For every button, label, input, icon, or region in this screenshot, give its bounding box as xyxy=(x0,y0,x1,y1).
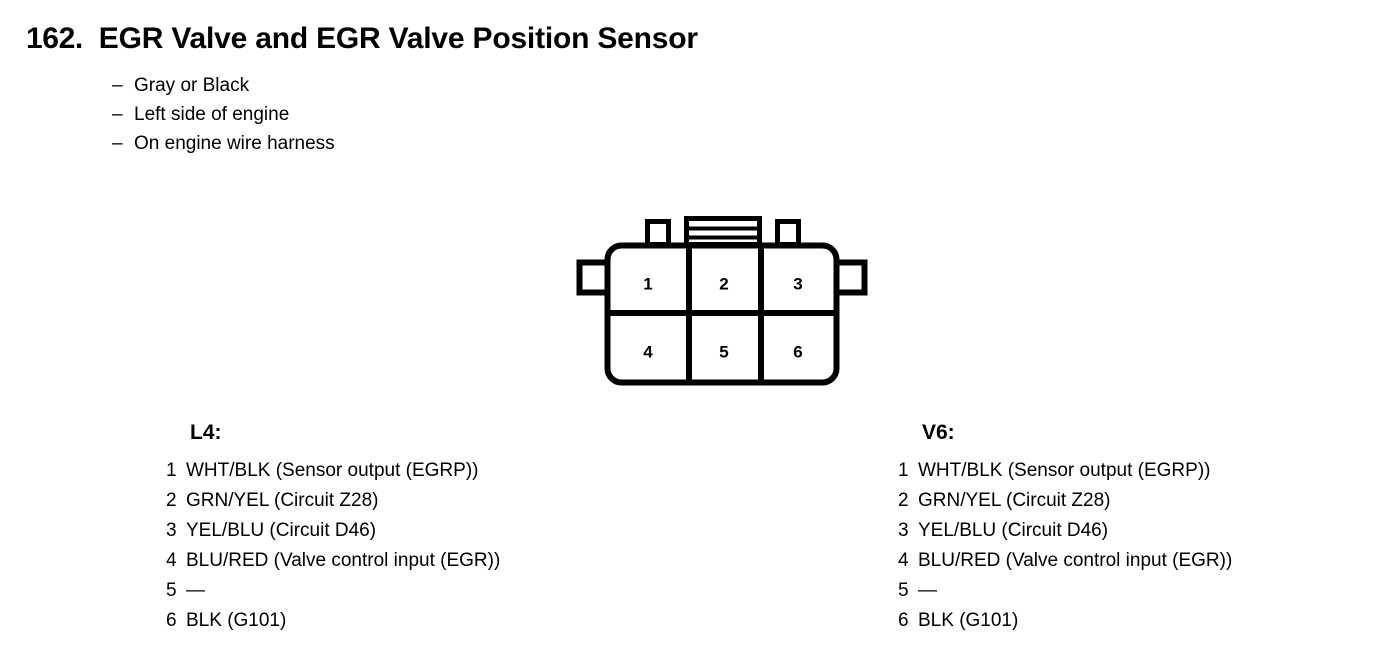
pin-index: 6 xyxy=(898,610,909,631)
pin-index: 2 xyxy=(166,490,177,511)
pin-list-item: 5 — xyxy=(166,580,500,610)
section-number: 162. xyxy=(26,22,83,55)
pin-list-l4: L4: 1 WHT/BLK (Sensor output (EGRP)) 2 G… xyxy=(166,418,500,640)
pin-list-item: 3 YEL/BLU (Circuit D46) xyxy=(166,520,500,550)
pin-index: 3 xyxy=(166,520,177,541)
pin-description: YEL/BLU (Circuit D46) xyxy=(186,520,377,541)
pin-description: BLU/RED (Valve control input (EGR)) xyxy=(918,550,1233,571)
pin-list-item: 2 GRN/YEL (Circuit Z28) xyxy=(898,490,1232,520)
pin-description: BLK (G101) xyxy=(186,610,287,631)
pin-list-item: 6 BLK (G101) xyxy=(898,610,1232,640)
dash-icon: – xyxy=(112,75,123,96)
connector-diagram: 1 2 3 4 5 6 xyxy=(576,214,868,388)
pin-description: WHT/BLK (Sensor output (EGRP)) xyxy=(918,460,1211,481)
pin-list-heading: L4: xyxy=(190,421,222,444)
pin-index: 3 xyxy=(898,520,909,541)
description-list: – Gray or Black – Left side of engine – … xyxy=(112,75,335,162)
pin-list-item: 1 WHT/BLK (Sensor output (EGRP)) xyxy=(898,460,1232,490)
pin-list-item: 5 — xyxy=(898,580,1232,610)
pin-index: 1 xyxy=(898,460,909,481)
top-right-post xyxy=(775,219,801,247)
description-label: Gray or Black xyxy=(134,75,250,96)
pin-description: — xyxy=(186,580,205,601)
pin-number: 6 xyxy=(793,342,802,361)
pin-index: 2 xyxy=(898,490,909,511)
pin-index: 1 xyxy=(166,460,177,481)
pin-index: 5 xyxy=(898,580,909,601)
pin-number: 2 xyxy=(719,274,728,293)
pin-description: BLU/RED (Valve control input (EGR)) xyxy=(186,550,501,571)
pin-list-item: 3 YEL/BLU (Circuit D46) xyxy=(898,520,1232,550)
dash-icon: – xyxy=(112,133,123,154)
pin-index: 4 xyxy=(898,550,909,571)
dash-icon: – xyxy=(112,104,123,125)
section-title: EGR Valve and EGR Valve Position Sensor xyxy=(98,22,698,55)
pin-list-item: 4 BLU/RED (Valve control input (EGR)) xyxy=(898,550,1232,580)
pin-number: 3 xyxy=(793,274,802,293)
pin-description: YEL/BLU (Circuit D46) xyxy=(918,520,1109,541)
pin-list-item: 1 WHT/BLK (Sensor output (EGRP)) xyxy=(166,460,500,490)
pin-index: 4 xyxy=(166,550,177,571)
pin-description: GRN/YEL (Circuit Z28) xyxy=(918,490,1111,511)
pin-number: 1 xyxy=(643,274,652,293)
pin-list-heading: V6: xyxy=(922,421,955,444)
description-item: – Gray or Black xyxy=(112,75,335,104)
pin-description: BLK (G101) xyxy=(918,610,1019,631)
description-label: Left side of engine xyxy=(134,104,290,125)
pin-list-item: 4 BLU/RED (Valve control input (EGR)) xyxy=(166,550,500,580)
pin-number: 5 xyxy=(719,342,728,361)
pin-list-item: 2 GRN/YEL (Circuit Z28) xyxy=(166,490,500,520)
pin-number: 4 xyxy=(643,342,653,361)
page-title: 162. EGR Valve and EGR Valve Position Se… xyxy=(26,22,698,56)
description-label: On engine wire harness xyxy=(134,133,335,154)
pin-description: — xyxy=(918,580,937,601)
center-latch xyxy=(684,216,762,247)
pin-index: 5 xyxy=(166,580,177,601)
pin-index: 6 xyxy=(166,610,177,631)
description-item: – On engine wire harness xyxy=(112,133,335,162)
pin-list-v6: V6: 1 WHT/BLK (Sensor output (EGRP)) 2 G… xyxy=(898,418,1232,640)
description-item: – Left side of engine xyxy=(112,104,335,133)
pin-description: GRN/YEL (Circuit Z28) xyxy=(186,490,379,511)
pin-list-item: 6 BLK (G101) xyxy=(166,610,500,640)
pin-description: WHT/BLK (Sensor output (EGRP)) xyxy=(186,460,479,481)
top-left-post xyxy=(645,219,671,247)
